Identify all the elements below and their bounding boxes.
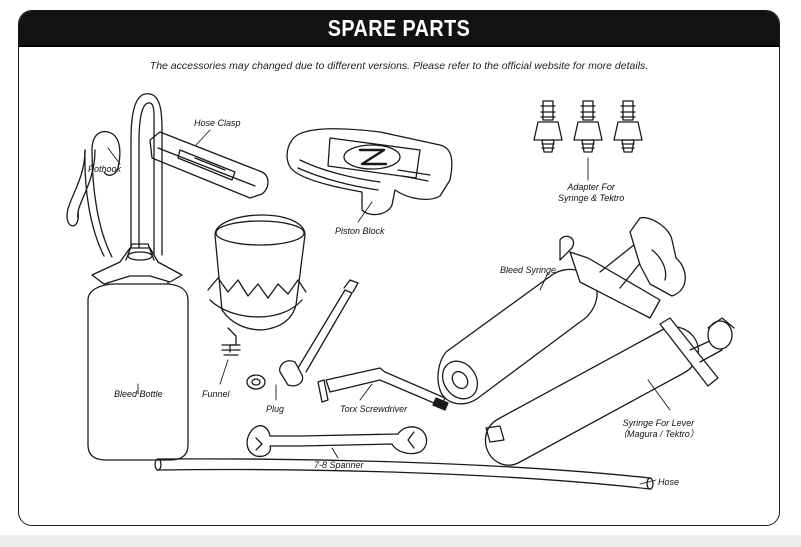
bleed-bottle-illustration (87, 243, 189, 461)
torx-screwdriver-illustration (317, 367, 449, 411)
label-plug: Plug (266, 404, 285, 414)
label-adapter-line1: Adapter For (567, 182, 615, 192)
plug-illustration (246, 279, 359, 390)
header-bar: SPARE PARTS (19, 11, 779, 47)
bottle-tube-illustration (130, 93, 163, 256)
hose-clasp-illustration (149, 131, 269, 199)
label-spanner: 7-8 Spanner (314, 460, 364, 470)
label-bleed-syringe: Bleed Syringe (500, 265, 557, 275)
label-pothook: Pothook (88, 164, 122, 174)
spanner-illustration (246, 425, 428, 458)
funnel-illustration (207, 214, 307, 356)
leader-lines (107, 129, 671, 485)
label-hose-clasp: Hose Clasp (194, 118, 241, 128)
pothook-illustration (66, 130, 121, 258)
syringe-lever-illustration (484, 317, 735, 466)
label-hose: Hose (658, 477, 680, 487)
piston-block-illustration (286, 128, 453, 216)
label-syringe-lever: Syringe For Lever （Magura / Tektro） (618, 418, 699, 440)
label-syringe-lever-line1: Syringe For Lever (622, 418, 695, 428)
label-syringe-lever-line2: （Magura / Tektro） (618, 429, 699, 439)
notice-text: The accessories may changed due to diffe… (149, 60, 649, 72)
label-funnel: Funnel (202, 389, 230, 399)
adapters-illustration (533, 100, 643, 153)
label-torx-screwdriver: Torx Screwdriver (340, 404, 408, 414)
page-title: SPARE PARTS (327, 15, 471, 41)
bleed-syringe-illustration (437, 216, 686, 405)
label-adapter-line2: Syringe & Tektro (558, 193, 625, 203)
label-bleed-bottle: Bleed Bottle (114, 389, 163, 399)
hose-illustration (154, 458, 654, 490)
label-adapter: Adapter For Syringe & Tektro (558, 182, 624, 204)
label-piston-block: Piston Block (335, 226, 385, 236)
bottom-strip (0, 535, 801, 547)
